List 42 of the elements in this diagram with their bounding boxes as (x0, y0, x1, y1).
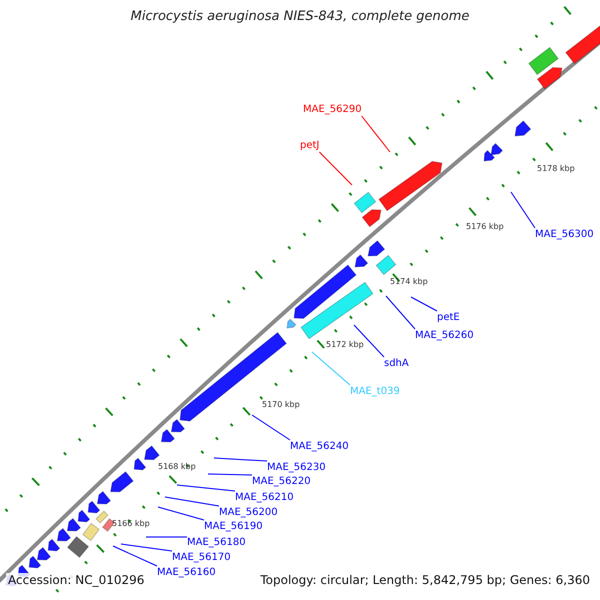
gene-label: MAE_56190 (204, 520, 263, 533)
genome-info-text: Topology: circular; Length: 5,842,795 bp; Genes: 6,360 (258, 573, 592, 588)
leader-line (214, 458, 268, 462)
gene-label: MAE_t039 (350, 385, 400, 398)
leader-line (146, 536, 188, 538)
leader-line (112, 546, 158, 566)
leader-line (158, 506, 204, 520)
leader-line (252, 414, 290, 440)
gene-label: petE (437, 311, 460, 324)
position-label: 5166 kbp (112, 519, 150, 528)
gene-label: MAE_56290 (303, 103, 362, 116)
gene-label: MAE_56260 (415, 329, 474, 342)
leader-line (510, 192, 536, 228)
title: Microcystis aeruginosa NIES-843, complete genome (130, 9, 470, 24)
position-label: 5172 kbp (326, 340, 364, 349)
leader-line (361, 116, 390, 152)
genome-info-text: Accession: NC_010296 (6, 573, 146, 588)
gene-label: MAE_56180 (187, 536, 246, 549)
leader-line (208, 474, 252, 476)
gene-label: MAE_56170 (172, 551, 231, 564)
leader-line (120, 544, 172, 552)
leader-line (176, 484, 236, 492)
position-label: 5168 kbp (158, 462, 196, 471)
leader-line (354, 324, 384, 358)
gene-label: MAE_56300 (535, 228, 594, 241)
gene-label: sdhA (384, 357, 409, 370)
position-label: 5176 kbp (466, 222, 504, 231)
gene-label: MAE_56160 (157, 566, 216, 579)
gene-label: MAE_56210 (235, 491, 294, 504)
position-label: 5174 kbp (390, 277, 428, 286)
gene-label: MAE_56230 (267, 461, 326, 474)
position-label: 5170 kbp (262, 400, 300, 409)
leader-line (164, 496, 220, 506)
leader-line (312, 352, 350, 386)
position-label: 5178 kbp (537, 164, 575, 173)
gene-label: MAE_56200 (219, 506, 278, 519)
leader-line (386, 296, 416, 330)
leader-line (410, 296, 438, 312)
gene-label: petJ (300, 139, 320, 152)
leader-line (318, 152, 352, 186)
gene-label: MAE_56220 (252, 475, 311, 488)
gene-label: MAE_56240 (290, 440, 349, 453)
